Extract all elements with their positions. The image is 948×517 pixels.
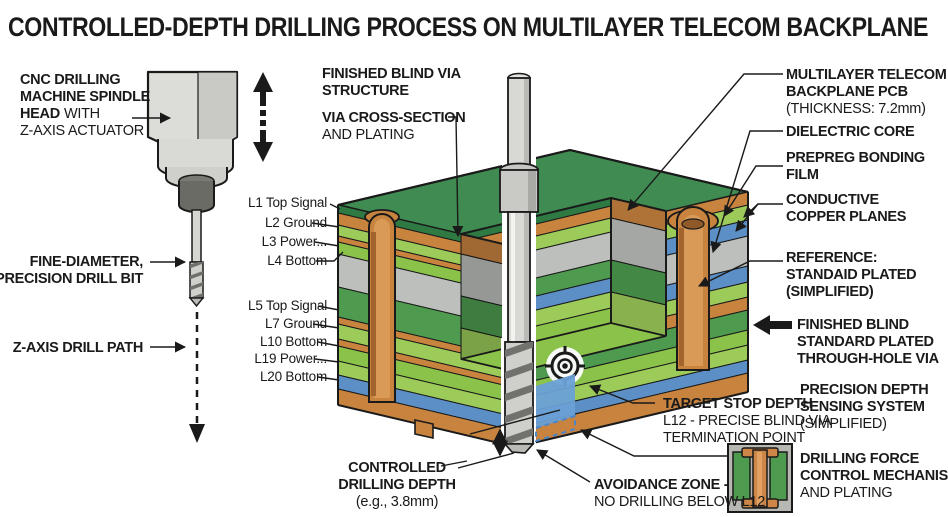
layer-label-l1: L1 Top Signal [248,195,327,210]
drill-path-label: Z-AXIS DRILL PATH [13,340,143,356]
layer-label-l20: L20 Bottom [260,369,327,384]
blind-via-structure-label-line1: FINISHED BLIND VIA [322,66,462,82]
backplane-label-line2: BACKPLANE PCB [786,84,908,100]
sensing-label-line1: PRECISION DEPTH [800,382,928,398]
dielectric-core-label: DIELECTRIC CORE [786,124,915,140]
depth-measurement [440,409,561,469]
drill-rod [499,72,539,456]
page-title: CONTROLLED-DEPTH DRILLING PROCESS ON MUL… [8,12,928,42]
force-label-line1: DRILLING FORCE [800,451,920,467]
prepreg-label-line1: PREPREG BONDING [786,150,925,166]
z-axis-motion-arrow [253,72,273,162]
layer-label-l10: L10 Bottom [260,334,327,349]
pcb-block [337,148,749,448]
via-cross-section-label-line2: AND PLATING [322,127,414,143]
reference-label-line3: (SIMPLIFIED) [786,284,874,300]
sensing-label-line3: (SIMPLIFIED) [800,416,887,432]
labels: CNC DRILLING MACHINE SPINDLE HEAD WITH Z… [0,66,948,510]
target-stop-label-line1: TARGET STOP DEPTH [663,396,813,412]
copper-planes-label-line2: COPPER PLANES [786,209,907,225]
avoidance-label-line2: NO DRILLING BELOW L12 [594,494,765,510]
reference-label-line1: REFERENCE: [786,250,877,266]
layer-label-l7: L7 Ground [265,316,327,331]
layer-label-l19: L19 Power... [254,351,327,366]
depth-label-line2: DRILLING DEPTH [338,477,455,493]
blind-via [364,209,400,403]
cnc-label-line3b: WITH [64,106,100,122]
depth-label-line3: (e.g., 3.8mm) [356,494,438,510]
reference-label-line2: STANDAID PLATED [786,267,916,283]
via-cross-section-inset [727,443,793,513]
through-hole-via [667,206,719,371]
layer-label-l4: L4 Bottom [267,253,327,268]
cnc-label-line4: Z-AXIS ACTUATOR [20,123,144,139]
sensing-label-line2: SENSING SYSTEM [800,399,925,415]
force-label-line3: AND PLATING [800,485,892,501]
depth-label-line1: CONTROLLED [348,460,446,476]
cnc-label-line1: CNC DRILLING [20,72,120,88]
force-label-line2: CONTROL MECHANISM [800,468,948,484]
pcb-step-right-wall [610,197,667,337]
prepreg-label-line2: FILM [786,167,819,183]
avoidance-label-line1: AVOIDANCE ZONE - [594,477,729,493]
copper-planes-label-line1: CONDUCTIVE [786,192,879,208]
target-stop-label-line2: L12 - PRECISE BLIND VIA [663,413,832,429]
drill-bit-label-line2: PRECISION DRILL BIT [0,271,143,287]
layer-label-l5: L5 Top Signal [248,298,327,313]
layer-label-l2: L2 Ground [265,215,327,230]
cnc-label-line2: MACHINE SPINDLE [20,89,151,105]
drill-bit-label-line1: FINE-DIAMETER, [30,254,144,270]
via-cross-section-label-line1: VIA CROSS-SECTION [322,110,465,126]
backplane-label-line3: (THICKNESS: 7.2mm) [786,101,926,117]
spindle-head-illustration [146,70,273,443]
through-hole-via-arrow [753,315,792,335]
through-via-label-line2: STANDARD PLATED [797,334,934,350]
target-stop-label-line3: TERMINATION POINT [663,430,805,446]
drill-tip [503,443,535,454]
backplane-label-line1: MULTILAYER TELECOM [786,67,947,83]
blind-via-structure-label-line2: STRUCTURE [322,83,409,99]
bottom-edge-notch [414,419,434,439]
cnc-label-line3a: HEAD [20,106,60,122]
through-via-label-line1: FINISHED BLIND [797,317,909,333]
layer-label-l3: L3 Power... [262,234,327,249]
leader-lines [132,73,792,483]
drill-path-arrowhead [189,424,205,443]
through-via-label-line3: THROUGH-HOLE VIA [797,351,940,367]
drill-bit-shaft [191,209,202,263]
